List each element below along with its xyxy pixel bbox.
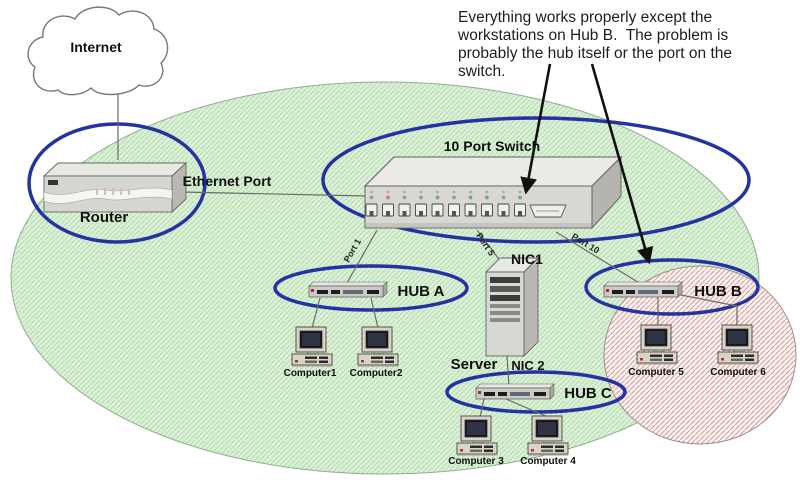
computer6-device bbox=[717, 324, 759, 365]
nic2-label: NIC 2 bbox=[511, 358, 544, 373]
annotation-line-4: switch. bbox=[458, 63, 505, 80]
internet-label: Internet bbox=[70, 39, 122, 55]
computer1-label: Computer1 bbox=[284, 368, 337, 379]
annotation-line-3: probably the hub itself or the port on t… bbox=[458, 45, 732, 62]
wire-server-hub-c bbox=[506, 355, 510, 387]
computer1-device bbox=[291, 326, 333, 367]
wire-hub-b-computer6 bbox=[675, 293, 738, 326]
switch-port-pin bbox=[452, 211, 456, 216]
switch-led bbox=[452, 195, 456, 200]
computer2-label: Computer2 bbox=[350, 368, 403, 379]
switch-port-pin bbox=[501, 211, 506, 216]
switch-label: 10 Port Switch bbox=[444, 138, 540, 154]
switch-led bbox=[369, 195, 374, 200]
wire-hub-a-computer2 bbox=[370, 297, 379, 329]
wire-hub-c-computer4 bbox=[505, 398, 549, 418]
switch-led bbox=[518, 195, 522, 200]
router-label: Router bbox=[80, 209, 128, 226]
switch-port-pin bbox=[485, 211, 489, 216]
switch-led bbox=[402, 195, 407, 200]
router-highlight-ellipse bbox=[27, 122, 207, 244]
computer6-label: Computer 6 bbox=[710, 367, 766, 378]
connection-wires bbox=[117, 94, 738, 418]
switch-led bbox=[435, 195, 440, 200]
hub-b-label: HUB B bbox=[694, 283, 742, 300]
switch-highlight-ellipse bbox=[321, 116, 751, 244]
wire-switch-server bbox=[476, 229, 502, 263]
switch-port-pin bbox=[386, 211, 390, 216]
switch-led-top bbox=[502, 190, 505, 194]
switch-led-top bbox=[419, 190, 423, 194]
switch-port-pin bbox=[419, 211, 423, 216]
switch-port-pin bbox=[518, 211, 522, 216]
computer5-device bbox=[636, 324, 678, 365]
switch-port-pin bbox=[468, 211, 473, 216]
switch-led-top bbox=[485, 190, 489, 194]
ethernet-port-label: Ethernet Port bbox=[183, 173, 272, 189]
wire-switch-hub-a bbox=[346, 229, 378, 284]
labels: Internet Router Ethernet Port 10 Port Sw… bbox=[70, 39, 766, 467]
computer4-device bbox=[527, 415, 569, 456]
hub-a-highlight-ellipse bbox=[273, 264, 469, 312]
problem-zone-hub-b bbox=[603, 265, 797, 445]
computer3-device bbox=[456, 415, 498, 456]
computer5-label: Computer 5 bbox=[628, 367, 684, 378]
hub-a-label: HUB A bbox=[398, 283, 445, 300]
switch-ports bbox=[365, 203, 526, 217]
switch-led bbox=[485, 195, 489, 200]
internet-cloud-icon bbox=[27, 6, 169, 96]
switch-led-top bbox=[370, 190, 373, 194]
switch-led-top bbox=[518, 190, 522, 194]
wire-switch-hub-b bbox=[555, 231, 642, 285]
switch-led-top bbox=[403, 190, 406, 194]
switch-led-top bbox=[469, 190, 472, 194]
switch-led bbox=[419, 195, 423, 200]
annotation-note: Everything works properly except the wor… bbox=[457, 9, 732, 80]
background-zones bbox=[10, 81, 797, 475]
switch-led bbox=[386, 195, 390, 200]
wire-router-switch bbox=[180, 191, 368, 197]
switch-leds bbox=[369, 190, 522, 200]
hub-b-device bbox=[603, 281, 683, 298]
wire-hub-c-computer3 bbox=[479, 398, 485, 418]
switch-port-pin bbox=[369, 211, 374, 216]
switch-led bbox=[468, 195, 473, 200]
router-device bbox=[42, 161, 188, 214]
hub-c-label: HUB C bbox=[564, 385, 612, 402]
switch-device bbox=[363, 155, 623, 230]
arrow-to-hub-b bbox=[590, 63, 654, 265]
switch-led-top bbox=[436, 190, 439, 194]
arrow-to-switch-port bbox=[520, 63, 552, 195]
switch-led-top bbox=[452, 190, 456, 194]
switch-port-pin bbox=[402, 211, 407, 216]
computer3-label: Computer 3 bbox=[448, 456, 504, 467]
computer2-device bbox=[357, 326, 399, 367]
annotation-line-1: Everything works properly except the bbox=[458, 9, 712, 26]
switch-port-pin bbox=[435, 211, 440, 216]
annotation-line-2: workstations on Hub B. The problem is bbox=[457, 27, 728, 44]
switch-led-top bbox=[386, 190, 390, 194]
server-label: Server bbox=[451, 356, 498, 373]
hub-b-highlight-ellipse bbox=[584, 258, 760, 316]
hub-a-device bbox=[308, 281, 388, 298]
hub-c-device bbox=[475, 383, 555, 400]
devices bbox=[27, 6, 759, 456]
switch-led bbox=[501, 195, 506, 200]
server-device bbox=[484, 256, 540, 358]
wire-hub-a-computer1 bbox=[311, 297, 321, 329]
nic1-label: NIC1 bbox=[511, 251, 543, 267]
annotation-arrows bbox=[520, 63, 654, 265]
computer4-label: Computer 4 bbox=[520, 456, 576, 467]
